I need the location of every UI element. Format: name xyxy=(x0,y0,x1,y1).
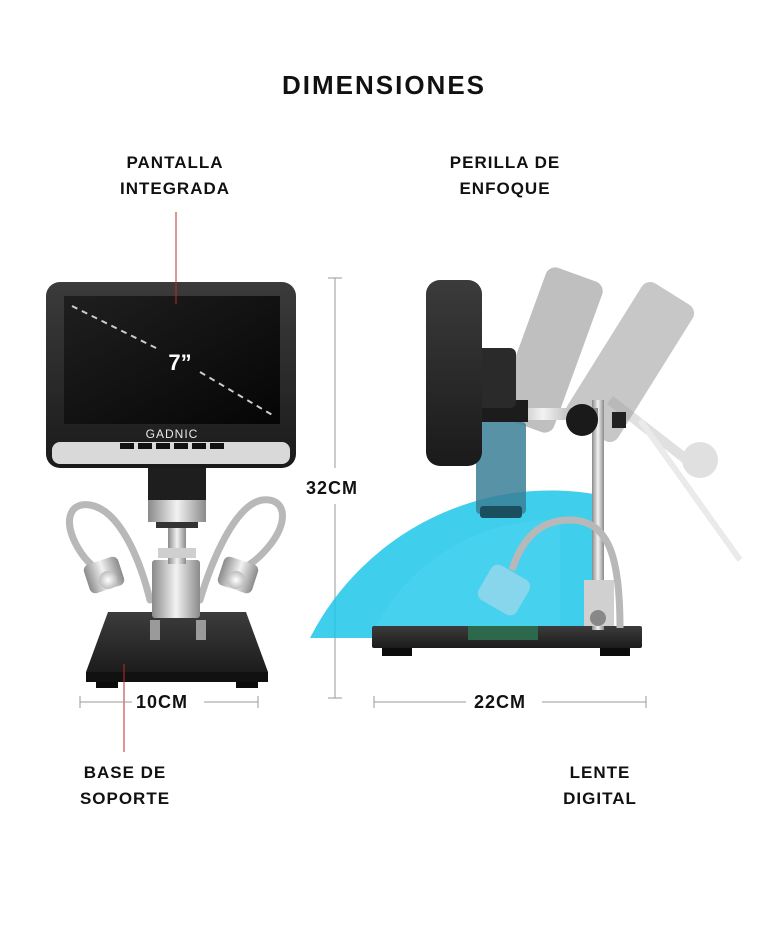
side-lamp xyxy=(477,564,531,616)
front-base-edge xyxy=(86,672,268,682)
label-perilla-enfoque: PERILLA DE ENFOQUE xyxy=(425,150,585,202)
lamp-right-lens xyxy=(227,571,245,589)
focus-knob xyxy=(566,404,598,436)
focus-knob-cap xyxy=(612,412,626,428)
brand-logo: GADNIC xyxy=(146,427,199,441)
front-base-foot-right xyxy=(236,682,258,688)
side-base-foot-right xyxy=(600,648,630,656)
gooseneck-right xyxy=(196,496,286,604)
side-monitor xyxy=(426,280,482,466)
label-perilla-line1: PERILLA DE xyxy=(449,153,561,172)
stage-clip-left xyxy=(150,620,160,640)
label-perilla-line2: ENFOQUE xyxy=(459,179,551,198)
side-camera-tube xyxy=(476,422,526,514)
ghost-arm xyxy=(606,396,743,562)
screen-diagonal-bottom xyxy=(199,371,275,417)
label-lente-line2: DIGITAL xyxy=(563,789,637,808)
label-pantalla-integrada: PANTALLA INTEGRADA xyxy=(95,150,255,202)
ghost-screen-1 xyxy=(497,267,603,433)
front-stand-collar xyxy=(158,548,196,558)
side-base-foot-left xyxy=(382,648,412,656)
side-vertical-post xyxy=(592,400,604,630)
label-base-soporte: BASE DE SOPORTE xyxy=(55,760,195,812)
side-gooseneck xyxy=(508,516,624,629)
front-view-microscope: 7” GADNIC xyxy=(46,212,296,752)
front-camera-ring xyxy=(148,500,206,522)
side-width-label: 22CM xyxy=(474,692,527,712)
label-pantalla-line2: INTEGRADA xyxy=(119,179,231,198)
front-width-label: 10CM xyxy=(136,692,189,712)
monitor-buttons xyxy=(120,443,224,449)
screen-size-label: 7” xyxy=(168,350,191,375)
front-base-plate xyxy=(86,612,268,672)
side-specimen-holder xyxy=(468,626,538,640)
lamp-left-lens xyxy=(99,571,117,589)
screen-diagonal-top xyxy=(71,305,161,351)
label-base-line1: BASE DE xyxy=(83,763,167,782)
stage-clip-right xyxy=(196,620,206,640)
front-monitor-screen xyxy=(64,296,280,424)
side-view-microscope xyxy=(310,267,743,708)
height-dimension-label: 32CM xyxy=(306,478,359,498)
front-base-foot-left xyxy=(96,682,118,688)
front-stand-block xyxy=(152,560,200,618)
label-pantalla-line1: PANTALLA xyxy=(126,153,224,172)
label-lente-digital: LENTE DIGITAL xyxy=(535,760,665,812)
side-camera-tip xyxy=(480,506,522,518)
page-title: DIMENSIONES xyxy=(281,70,487,100)
label-base-line2: SOPORTE xyxy=(79,789,171,808)
side-post-knob xyxy=(590,610,606,626)
label-lente-line1: LENTE xyxy=(569,763,631,782)
front-monitor-chin xyxy=(52,442,290,464)
front-camera-lens xyxy=(156,522,198,528)
front-camera-housing xyxy=(148,468,206,502)
